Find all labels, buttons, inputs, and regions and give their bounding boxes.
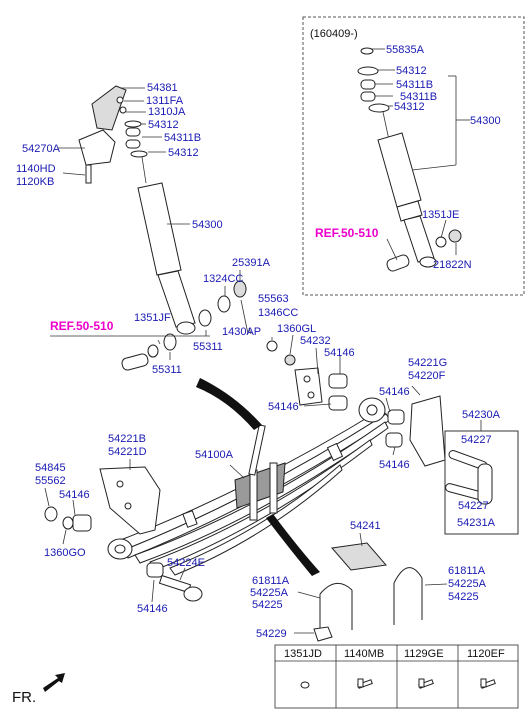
table-header-1140MB: 1140MB [344,648,384,660]
label-54146-right[interactable]: 54146 [379,386,410,398]
inset-label-21822N[interactable]: 21822N [433,259,472,271]
label-54270A[interactable]: 54270A [22,143,61,155]
inset-ref-link[interactable]: REF.50-510 [315,226,379,240]
shackle-kit-box [444,430,519,535]
label-54221G[interactable]: 54221G [408,357,447,369]
leaf-spring-assembly[interactable] [44,367,493,642]
label-54225A-right[interactable]: 54225A [448,578,487,590]
inset-label-55835A[interactable]: 55835A [386,44,425,56]
label-54225-right[interactable]: 54225 [448,591,479,603]
inset-label-54312-top[interactable]: 54312 [396,65,427,77]
label-55563[interactable]: 55563 [258,293,289,305]
label-54381[interactable]: 54381 [147,82,178,94]
label-54225-left[interactable]: 54225 [252,599,283,611]
label-1360GO[interactable]: 1360GO [44,547,86,559]
label-54221B[interactable]: 54221B [108,433,146,445]
label-54312-lower[interactable]: 54312 [168,147,199,159]
label-1310JA[interactable]: 1310JA [148,106,186,118]
inset-label-1351JE[interactable]: 1351JE [422,209,459,221]
label-1311FA[interactable]: 1311FA [146,95,184,107]
table-header-1351JD: 1351JD [284,648,322,660]
label-54227-upper[interactable]: 54227 [461,434,492,446]
inset-date: (160409-) [310,28,358,40]
label-1360GL[interactable]: 1360GL [277,323,316,335]
label-54227-lower[interactable]: 54227 [458,500,489,512]
inset-label-54300[interactable]: 54300 [470,115,501,127]
label-54146-front[interactable]: 54146 [59,489,90,501]
label-54230A[interactable]: 54230A [462,409,501,421]
label-55311-left[interactable]: 55311 [152,364,182,376]
inset-label-54311B-bottom[interactable]: 54311B [400,91,437,103]
label-61811A-left[interactable]: 61811A [252,575,290,587]
label-54229[interactable]: 54229 [256,628,287,640]
front-label: FR. [12,689,36,706]
label-1346CC[interactable]: 1346CC [258,307,298,319]
washer-icon[interactable] [300,681,310,689]
table-header-1129GE: 1129GE [404,648,444,660]
label-1430AP[interactable]: 1430AP [222,326,261,338]
front-direction-indicator: FR. [12,673,65,706]
front-arrow-icon [43,673,65,692]
label-1351JF[interactable]: 1351JF [134,312,171,324]
main-shock-absorber[interactable] [78,85,296,371]
leader-lines [44,87,482,634]
label-54300[interactable]: 54300 [192,219,223,231]
label-54146-lower-right[interactable]: 54146 [379,459,410,471]
label-54100A[interactable]: 54100A [195,449,234,461]
bolt-icon[interactable] [418,678,434,689]
label-54146-mid[interactable]: 54146 [268,401,299,413]
label-54231A[interactable]: 54231A [457,517,496,529]
label-55562[interactable]: 55562 [35,475,66,487]
label-54232[interactable]: 54232 [300,335,331,347]
inset-label-54311B-top[interactable]: 54311B [396,79,433,91]
label-54845[interactable]: 54845 [35,462,66,474]
bolt-icon[interactable] [480,678,496,689]
label-55311-right[interactable]: 55311 [193,341,223,353]
label-54221D[interactable]: 54221D [108,446,147,458]
label-61811A-right[interactable]: 61811A [448,565,486,577]
label-54241[interactable]: 54241 [350,520,381,532]
inset-shock-absorber[interactable] [357,47,462,272]
label-1120KB[interactable]: 1120KB [16,176,54,188]
label-54146-bottom[interactable]: 54146 [137,603,168,615]
label-54224E[interactable]: 54224E [167,557,205,569]
label-1324CC[interactable]: 1324CC [203,273,243,285]
bolt-icon[interactable] [357,678,373,689]
label-54225A-left[interactable]: 54225A [250,587,289,599]
label-1140HD[interactable]: 1140HD [16,163,56,175]
ref-link[interactable]: REF.50-510 [50,319,114,333]
table-header-1120EF: 1120EF [467,648,505,660]
label-25391A[interactable]: 25391A [232,257,271,269]
label-54146-upper[interactable]: 54146 [324,347,355,359]
fastener-table: 1351JD 1140MB 1129GE 1120EF [274,644,519,709]
label-54312-upper[interactable]: 54312 [148,119,179,131]
label-54311B[interactable]: 54311B [164,132,201,144]
link-band-lower [266,514,320,576]
inset-leader-lines [372,48,470,261]
inset-label-54312-bottom[interactable]: 54312 [394,101,425,113]
link-band-upper [196,378,262,430]
inset-panel: (160409-) [302,16,525,296]
label-54220F[interactable]: 54220F [408,370,446,382]
